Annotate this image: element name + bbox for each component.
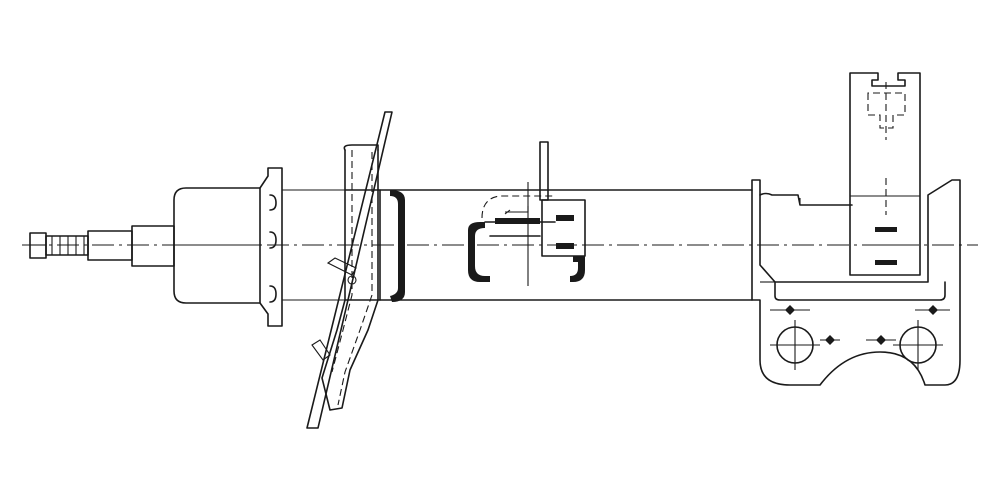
mounting-hole-right — [893, 320, 943, 370]
mounting-hole-left — [770, 320, 820, 370]
stud-nut — [29, 232, 47, 259]
upper-spring-seat — [259, 167, 345, 327]
piston-rod — [87, 225, 175, 267]
lower-spring-seat — [306, 111, 393, 429]
rivet-marks — [785, 305, 938, 345]
bump-ring — [390, 190, 405, 302]
hose-bracket — [468, 141, 586, 286]
knuckle-bracket — [751, 179, 961, 386]
stabilizer-plate — [849, 72, 921, 276]
